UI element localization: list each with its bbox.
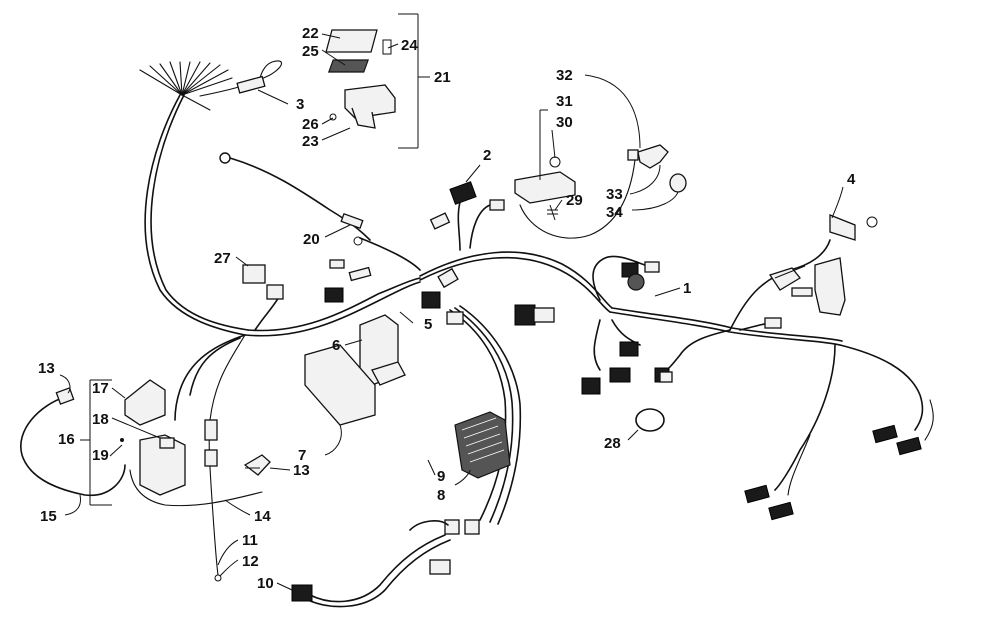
switch-bracket-part-4 <box>768 186 878 316</box>
callout-25: 25 <box>302 43 319 60</box>
callout-10: 10 <box>257 575 274 592</box>
callout-18: 18 <box>92 411 109 428</box>
fuse-box-assembly <box>325 13 430 149</box>
connector-part-27 <box>235 256 284 300</box>
callout-28: 28 <box>604 435 621 452</box>
callout-33: 33 <box>606 186 623 203</box>
connector-part-10 <box>276 582 313 602</box>
callout-26: 26 <box>302 116 319 133</box>
callout-27: 27 <box>214 250 231 267</box>
callout-30: 30 <box>556 114 573 131</box>
relay-group-part-16 <box>80 379 263 507</box>
callout-13-lower: 13 <box>293 462 310 479</box>
callout-11: 11 <box>242 532 258 549</box>
connector-part-2 <box>429 164 505 230</box>
callout-5: 5 <box>424 316 432 333</box>
callout-9: 9 <box>437 468 445 485</box>
callout-22: 22 <box>302 25 319 42</box>
callout-6: 6 <box>332 337 340 354</box>
callout-3: 3 <box>296 96 304 113</box>
harness-plugs-lower <box>409 519 480 575</box>
callout-31: 31 <box>556 93 573 110</box>
voltage-regulator-part-8 <box>427 411 511 486</box>
callout-21: 21 <box>434 69 451 86</box>
clamp-ring-part-28 <box>627 408 665 441</box>
callout-20: 20 <box>303 231 320 248</box>
cdi-module-part-7 <box>304 344 376 456</box>
callout-17: 17 <box>92 380 109 397</box>
bracket-part-6 <box>344 314 406 386</box>
callout-4: 4 <box>847 171 856 188</box>
callout-16: 16 <box>58 431 75 448</box>
leader-lines <box>109 33 681 469</box>
callout-1: 1 <box>683 280 691 297</box>
callout-12: 12 <box>242 553 259 570</box>
callout-7: 7 <box>298 447 306 464</box>
hose-parts <box>584 74 687 211</box>
lower-wire-parts <box>214 499 251 582</box>
callout-8: 8 <box>437 487 445 504</box>
callout-34: 34 <box>606 204 623 221</box>
callouts: 1 2 3 4 5 6 7 8 9 10 11 12 13 13 14 15 1… <box>38 25 856 592</box>
battery-cable <box>219 152 364 246</box>
callout-15: 15 <box>40 508 57 525</box>
callout-14: 14 <box>254 508 271 525</box>
callout-19: 19 <box>92 447 109 464</box>
fuse-wire-fan <box>139 60 283 111</box>
ground-wire-part-15 <box>20 374 126 516</box>
callout-2: 2 <box>483 147 491 164</box>
headlight-connectors <box>659 317 922 521</box>
module-part-31 <box>514 109 576 221</box>
callout-32: 32 <box>556 67 573 84</box>
callout-29: 29 <box>566 192 583 209</box>
main-harness-wires <box>144 94 934 608</box>
cap-part-13 <box>243 454 291 476</box>
callout-23: 23 <box>302 133 319 150</box>
callout-24: 24 <box>401 37 418 54</box>
callout-13-top: 13 <box>38 360 55 377</box>
